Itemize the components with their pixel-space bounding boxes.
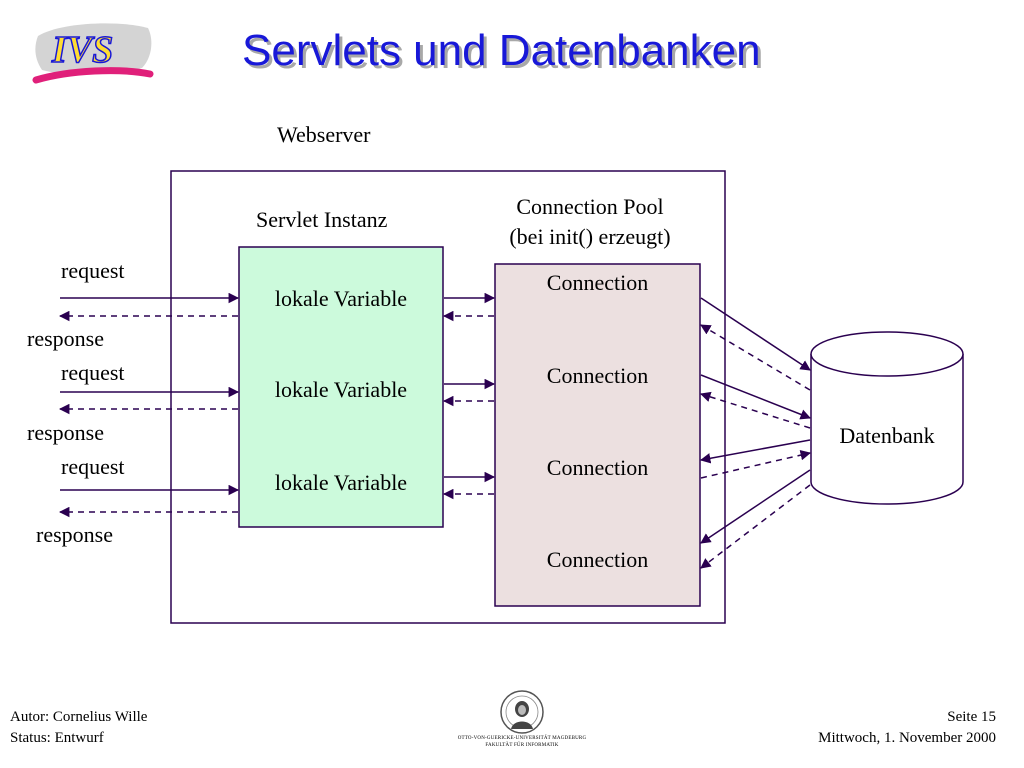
connection-to-db-arrow (700, 297, 811, 371)
footer-date: Mittwoch, 1. November 2000 (818, 730, 996, 746)
database-cylinder (810, 331, 964, 505)
request-label: request (61, 454, 125, 479)
servlet-instance-label: Servlet Instanz (256, 207, 388, 232)
connection-label: Connection (546, 455, 649, 480)
db-to-connection-arrow (700, 449, 812, 479)
db-to-connection-arrow (699, 391, 811, 429)
servlet-instance-box (238, 246, 444, 528)
local-variable-label: lokale Variable (274, 377, 408, 402)
university-seal-icon (500, 690, 544, 734)
database-label: Datenbank (839, 423, 935, 448)
connection-pool-label: Connection Pool (bei init() erzeugt) (470, 192, 710, 252)
university-name: OTTO-VON-GUERICKE-UNIVERSITÄT MAGDEBURG … (430, 735, 614, 749)
connection-label: Connection (546, 547, 649, 572)
footer-page: Seite 15 (947, 709, 996, 725)
footer-right: Seite 15 Mittwoch, 1. November 2000 (818, 707, 996, 749)
response-label: response (27, 326, 104, 351)
pool-label-line2: (bei init() erzeugt) (509, 224, 671, 249)
local-variable-label: lokale Variable (274, 470, 408, 495)
connection-to-db-arrow (700, 469, 811, 544)
local-variable-label: lokale Variable (274, 286, 408, 311)
connection-to-db-arrow (700, 374, 811, 420)
pool-label-line1: Connection Pool (516, 194, 664, 219)
webserver-box (170, 170, 726, 624)
ivs-logo: IVS (32, 23, 154, 84)
response-label: response (27, 420, 104, 445)
request-label: request (61, 360, 125, 385)
footer-left: Autor: Cornelius Wille Status: Entwurf (10, 707, 147, 749)
footer-author: Autor: Cornelius Wille (10, 709, 148, 725)
page-title: Servlets und Datenbanken (242, 26, 761, 75)
university-line2: FAKULTÄT FÜR INFORMATIK (485, 743, 559, 748)
db-to-connection-arrow (700, 484, 811, 569)
webserver-label: Webserver (277, 122, 371, 147)
request-label: request (61, 258, 125, 283)
connection-to-db-arrow (699, 439, 811, 464)
logo-text: IVS (51, 29, 113, 71)
university-line1: OTTO-VON-GUERICKE-UNIVERSITÄT MAGDEBURG (457, 736, 587, 741)
connection-pool-box (494, 263, 701, 607)
footer-status: Status: Entwurf (10, 730, 104, 746)
connection-label: Connection (546, 270, 649, 295)
response-label: response (36, 522, 113, 547)
connection-label: Connection (546, 363, 649, 388)
